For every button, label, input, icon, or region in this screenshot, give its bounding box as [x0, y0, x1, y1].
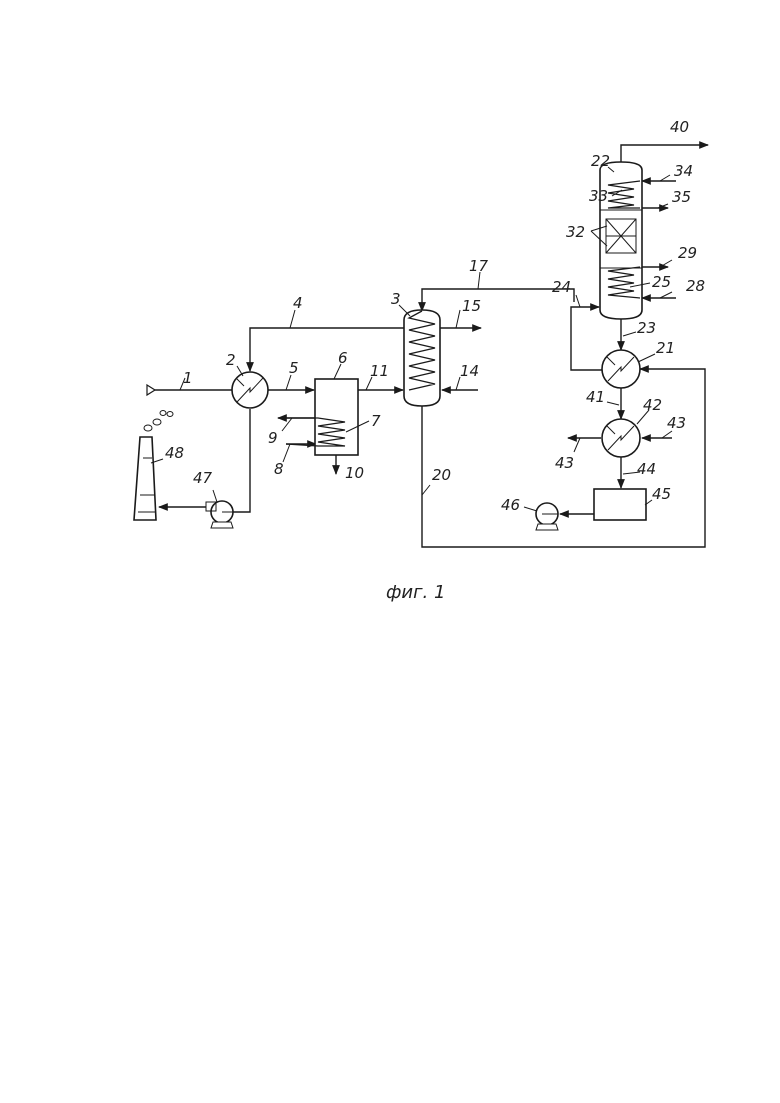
figure-caption: фиг. 1: [386, 582, 445, 603]
label-47: 47: [193, 469, 213, 487]
label-15: 15: [462, 297, 481, 315]
pump-46: [536, 503, 558, 530]
label-11: 11: [370, 362, 389, 380]
tank-45: [594, 489, 646, 520]
label-25: 25: [652, 273, 671, 291]
label-7: 7: [371, 412, 381, 430]
label-3: 3: [391, 290, 401, 308]
heat-exchanger-42: [602, 419, 640, 457]
label-20: 20: [432, 466, 451, 484]
label-35: 35: [672, 188, 691, 206]
stream-40-line: [621, 145, 708, 162]
label-28: 28: [686, 277, 705, 295]
label-32: 32: [566, 223, 585, 241]
label-29: 29: [678, 244, 697, 262]
label-6: 6: [338, 349, 348, 367]
vessel-3: [404, 310, 440, 406]
label-40: 40: [670, 118, 689, 136]
label-43-in: 43: [667, 414, 686, 432]
label-45: 45: [652, 485, 671, 503]
label-5: 5: [289, 359, 299, 377]
stack-48: [134, 411, 173, 521]
heat-exchanger-21: [602, 350, 640, 388]
stream-24-line: [571, 307, 602, 370]
pump-47: [206, 501, 233, 528]
label-33: 33: [589, 187, 608, 205]
label-43-out: 43: [555, 454, 574, 472]
label-10: 10: [345, 464, 364, 482]
label-8: 8: [274, 460, 284, 478]
label-46: 46: [501, 496, 520, 514]
label-34: 34: [674, 162, 693, 180]
column-22: [600, 162, 642, 319]
stream-2-47-line: [233, 409, 250, 512]
label-2: 2: [226, 351, 236, 369]
label-48: 48: [165, 444, 184, 462]
label-17: 17: [469, 257, 489, 275]
heat-exchanger-2: [232, 372, 268, 408]
label-44: 44: [637, 460, 656, 478]
label-4: 4: [293, 294, 303, 312]
label-14: 14: [460, 362, 479, 380]
label-42: 42: [643, 396, 662, 414]
label-23: 23: [637, 319, 656, 337]
label-21: 21: [656, 339, 675, 357]
label-1: 1: [183, 369, 193, 387]
label-41: 41: [586, 388, 605, 406]
label-24: 24: [552, 278, 571, 296]
label-9: 9: [268, 429, 278, 447]
label-22: 22: [591, 152, 610, 170]
